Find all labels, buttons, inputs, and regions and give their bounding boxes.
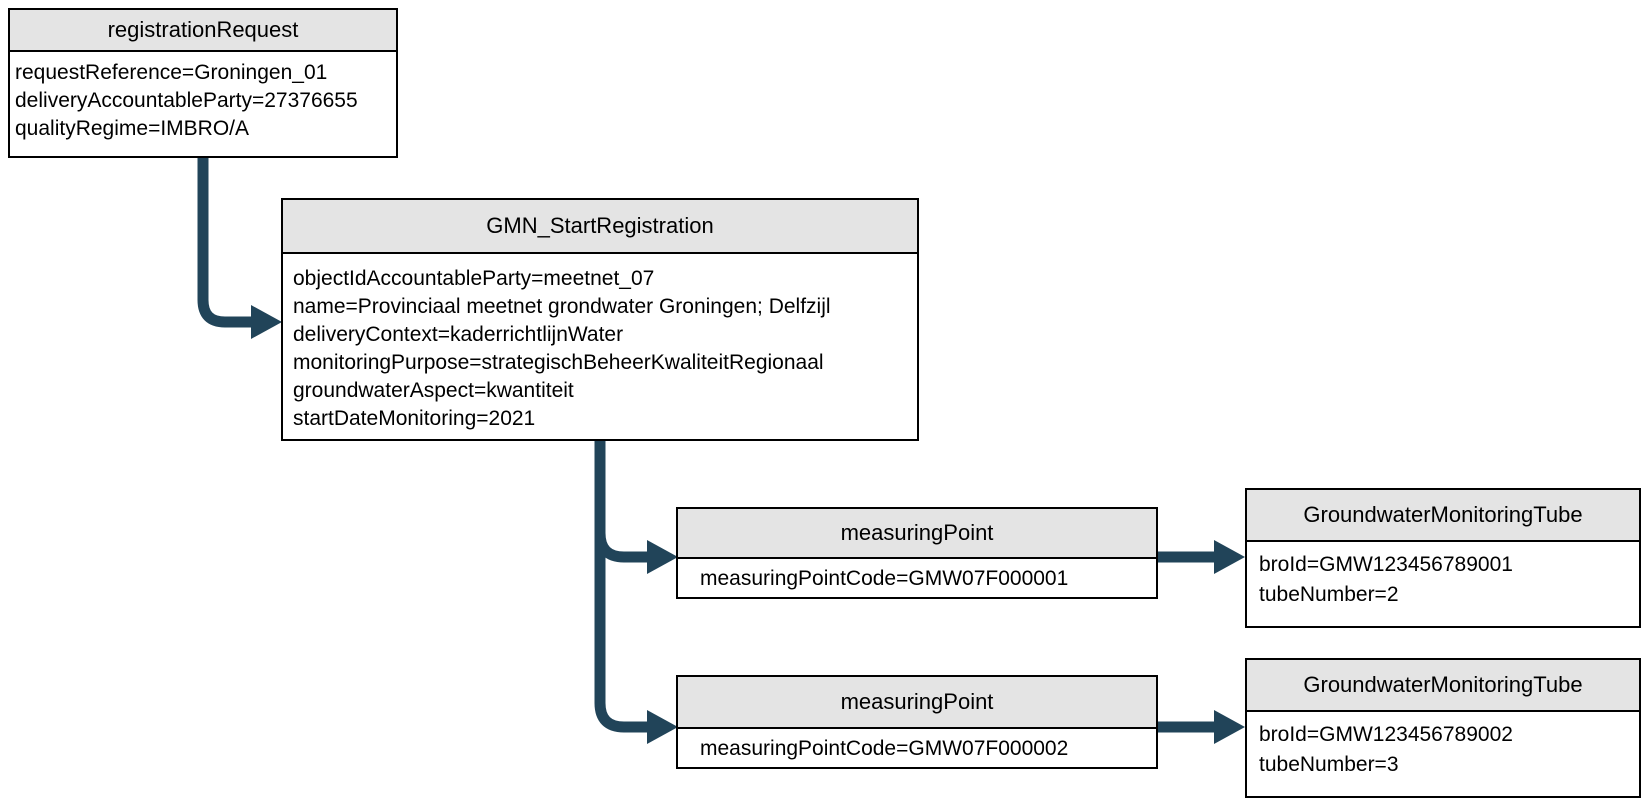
node-title-bar: registrationRequest <box>10 10 396 52</box>
node-registration-request: registrationRequest requestReference=Gro… <box>8 8 398 158</box>
node-title: measuringPoint <box>840 689 994 714</box>
node-title-bar: measuringPoint <box>678 509 1156 559</box>
attribute-line: measuringPointCode=GMW07F000002 <box>700 737 1069 760</box>
node-groundwater-monitoring-tube-2: GroundwaterMonitoringTube broId=GMW12345… <box>1245 658 1641 798</box>
node-title: GroundwaterMonitoringTube <box>1303 502 1583 527</box>
attribute-line: monitoringPurpose=strategischBeheerKwali… <box>293 351 824 374</box>
attribute-line: broId=GMW123456789001 <box>1259 553 1513 576</box>
node-attributes: broId=GMW123456789002 tubeNumber=3 <box>1247 712 1639 780</box>
node-title: GroundwaterMonitoringTube <box>1303 672 1583 697</box>
node-title: registrationRequest <box>107 17 299 42</box>
attribute-line: measuringPointCode=GMW07F000001 <box>700 567 1069 590</box>
node-title-bar: measuringPoint <box>678 677 1156 729</box>
connector-gmn-to-measuring-point-2 <box>594 441 678 744</box>
arrowhead-icon <box>1214 710 1245 744</box>
node-measuring-point-1: measuringPoint measuringPointCode=GMW07F… <box>676 507 1158 599</box>
connector-measuring-point-2-to-tube-2 <box>1158 710 1245 744</box>
node-attributes: broId=GMW123456789001 tubeNumber=2 <box>1247 542 1639 610</box>
connector-gmn-to-measuring-point-1 <box>594 441 678 574</box>
arrowhead-icon <box>647 540 678 574</box>
node-measuring-point-2: measuringPoint measuringPointCode=GMW07F… <box>676 675 1158 769</box>
node-attributes: objectIdAccountableParty=meetnet_07 name… <box>283 254 917 433</box>
node-groundwater-monitoring-tube-1: GroundwaterMonitoringTube broId=GMW12345… <box>1245 488 1641 628</box>
node-attributes: measuringPointCode=GMW07F000001 <box>678 559 1156 593</box>
node-title: GMN_StartRegistration <box>486 213 714 238</box>
attribute-line: qualityRegime=IMBRO/A <box>15 117 250 140</box>
arrowhead-icon <box>647 710 678 744</box>
attribute-line: name=Provinciaal meetnet grondwater Gron… <box>293 295 831 318</box>
attribute-line: requestReference=Groningen_01 <box>15 61 328 84</box>
attribute-line: startDateMonitoring=2021 <box>293 407 536 430</box>
arrowhead-icon <box>1214 540 1245 574</box>
attribute-line: deliveryAccountableParty=27376655 <box>15 89 358 112</box>
node-gmn-start-registration: GMN_StartRegistration objectIdAccountabl… <box>281 198 919 441</box>
node-attributes: requestReference=Groningen_01 deliveryAc… <box>10 52 396 143</box>
node-title-bar: GMN_StartRegistration <box>283 200 917 254</box>
attribute-line: broId=GMW123456789002 <box>1259 723 1513 746</box>
attribute-line: objectIdAccountableParty=meetnet_07 <box>293 267 655 290</box>
attribute-line: deliveryContext=kaderrichtlijnWater <box>293 323 624 346</box>
connector-measuring-point-1-to-tube-1 <box>1158 540 1245 574</box>
node-title: measuringPoint <box>840 520 994 545</box>
attribute-line: groundwaterAspect=kwantiteit <box>293 379 574 402</box>
arrowhead-icon <box>251 305 282 339</box>
connector-registration-to-gmn <box>197 158 282 339</box>
node-attributes: measuringPointCode=GMW07F000002 <box>678 729 1156 763</box>
node-title-bar: GroundwaterMonitoringTube <box>1247 660 1639 712</box>
attribute-line: tubeNumber=2 <box>1259 583 1399 606</box>
attribute-line: tubeNumber=3 <box>1259 753 1399 776</box>
node-title-bar: GroundwaterMonitoringTube <box>1247 490 1639 542</box>
